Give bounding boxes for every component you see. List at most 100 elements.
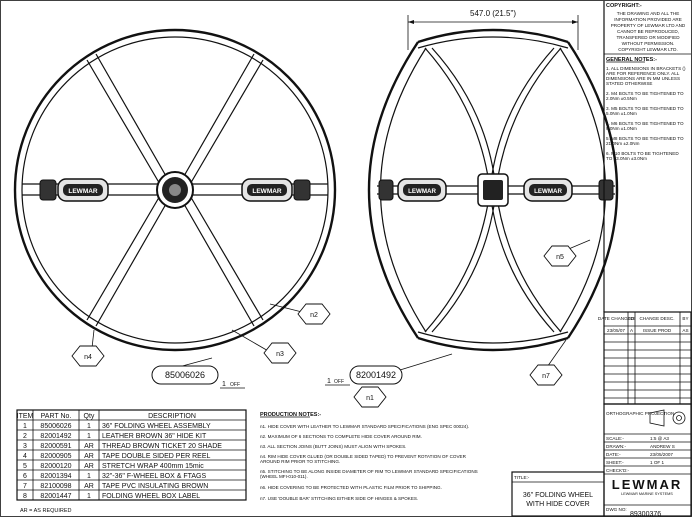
rim-left-half [367,41,420,339]
svg-text:n4. RIM HIDE COVER GLUED (OR D: n4. RIM HIDE COVER GLUED (OR DOUBLE SIDE… [260,454,467,459]
svg-text:8: 8 [23,493,27,500]
svg-text:9.0Nm ±1.0Nm: 9.0Nm ±1.0Nm [606,126,637,131]
svg-text:n1. HIDE COVER WITH LEATHER TO: n1. HIDE COVER WITH LEATHER TO LEWMAR ST… [260,424,469,429]
svg-text:n3. ALL SECTION JOINS (BUTT JO: n3. ALL SECTION JOINS (BUTT JOINS) MUST … [260,444,406,449]
folded-plaque-right-text: LEWMAR [534,188,562,195]
title-block: ORTHOGRAPHIC PROJECTION SCALE:- 1:5 @ A3… [603,403,692,517]
sheet-value: 1 OF 1 [650,460,664,465]
hinge-plaque-left-text: LEWMAR [68,188,98,195]
svg-text:5: 5 [23,463,27,470]
svg-text:CANNOT BE REPRODUCED,: CANNOT BE REPRODUCED, [617,29,679,34]
hinge-plaque-left: LEWMAR [57,178,109,202]
svg-text:21.0Nm ±2.0Nm: 21.0Nm ±2.0Nm [606,141,640,146]
svg-text:n7. USE 'DOUBLE BAR' STITCHING: n7. USE 'DOUBLE BAR' STITCHING EITHER SI… [260,496,418,501]
rev-header-iss: ISS [628,316,635,321]
callout-n4 [71,345,105,367]
bom-table: ITEM PART No. Qty DESCRIPTION 1 85006026… [16,409,247,514]
folded-plaque-left-text: LEWMAR [408,188,436,195]
bom-row: 3 82000591 AR THREAD BROWN TICKET 20 SHA… [23,443,222,450]
svg-text:AR: AR [84,443,94,450]
drawing-title-line1: 36" FOLDING WHEEL [523,492,593,499]
svg-text:5. M8 BOLTS TO BE TIGHTENED TO: 5. M8 BOLTS TO BE TIGHTENED TO [606,136,684,141]
svg-text:n3: n3 [276,351,284,358]
svg-text:6: 6 [23,473,27,480]
svg-text:AR: AR [84,483,94,490]
svg-text:85006026: 85006026 [40,423,71,430]
svg-text:THREAD BROWN TICKET 20 SHADE: THREAD BROWN TICKET 20 SHADE [102,443,222,450]
callout-n1 [353,386,387,408]
callouts: n2 n3 n4 n5 n7 n1 85006026 1 OFF 8200149… [71,239,591,408]
svg-text:n7: n7 [542,373,550,380]
drawn-value: ANDREW S [650,444,675,449]
bom-row: 4 82000905 AR TAPE DOUBLE SIDED PER REEL [23,453,210,460]
svg-text:82000591: 82000591 [40,443,71,450]
svg-text:2: 2 [23,433,27,440]
hinge-plaque-right: LEWMAR [241,178,293,202]
svg-text:n5: n5 [556,254,564,261]
svg-text:ARE FOR REFERENCE ONLY. ALL: ARE FOR REFERENCE ONLY. ALL [606,71,680,76]
folded-plaque-left: LEWMAR [397,178,447,202]
part-bubble-right [349,365,403,385]
svg-text:THE DRAWING AND ALL THE: THE DRAWING AND ALL THE [617,11,680,16]
svg-text:OFF: OFF [334,379,344,385]
production-notes: PRODUCTION NOTES:- n1. HIDE COVER WITH L… [260,412,478,501]
svg-text:1: 1 [87,433,91,440]
rim-bottom-arc [417,336,569,352]
company-logo: LEWMAR [612,477,683,492]
spoke-lower-left [95,196,171,327]
rev-row-desc: ISSUE PROD [643,328,672,333]
svg-text:STRETCH WRAP 400mm 15mic: STRETCH WRAP 400mm 15mic [102,463,204,470]
general-notes-heading: GENERAL NOTES:- [606,57,657,63]
svg-text:7: 7 [23,483,27,490]
svg-text:LEWMAR MARINE SYSTEMS: LEWMAR MARINE SYSTEMS [621,492,673,496]
svg-text:n5. STITCHING TO BE ALONG INSI: n5. STITCHING TO BE ALONG INSIDE DIAMETE… [260,469,478,474]
svg-text:STATED OTHERWISE: STATED OTHERWISE [606,81,652,86]
scale-value: 1:5 @ A3 [650,436,669,441]
title-label: TITLE:- [514,475,530,480]
svg-text:n4: n4 [84,354,92,361]
production-notes-heading: PRODUCTION NOTES:- [260,412,321,418]
svg-text:n1: n1 [366,395,374,402]
svg-text:DRAWN:-: DRAWN:- [606,444,626,449]
svg-text:1: 1 [222,381,226,388]
bom-header-item: ITEM [17,413,34,420]
svg-text:n2. MAXIMUM OF 6 SECTIONS TO C: n2. MAXIMUM OF 6 SECTIONS TO COMPLETE HI… [260,434,422,439]
svg-text:SHEET:-: SHEET:- [606,460,624,465]
svg-text:1. ALL DIMENSIONS IN BRACKETS: 1. ALL DIMENSIONS IN BRACKETS () [606,66,686,71]
wheel-rim-inner [21,36,329,344]
bom-header-desc: DESCRIPTION [148,413,196,420]
svg-text:LEATHER BROWN 36" HIDE KIT: LEATHER BROWN 36" HIDE KIT [102,433,207,440]
svg-text:36" FOLDING WHEEL ASSEMBLY: 36" FOLDING WHEEL ASSEMBLY [102,423,211,430]
svg-text:3: 3 [23,443,27,450]
svg-text:WITHOUT PERMISSION.: WITHOUT PERMISSION. [622,41,675,46]
wheel-rim-outer [13,28,337,352]
svg-text:5.0Nm ±1.0Nm: 5.0Nm ±1.0Nm [606,111,637,116]
svg-text:82100098: 82100098 [40,483,71,490]
drawing-number: 89300376 [630,511,661,517]
svg-text:1: 1 [327,378,331,385]
svg-text:INFORMATION PROVIDED ARE: INFORMATION PROVIDED ARE [614,17,682,22]
hinge-left [39,179,57,201]
title-box: TITLE:- 36" FOLDING WHEEL WITH HIDE COVE… [511,471,605,517]
rev-header-date: DATE CHANGED [598,316,635,321]
svg-text:DIMENSIONS ARE IN MM UNLESS: DIMENSIONS ARE IN MM UNLESS [606,76,680,81]
svg-text:n6. HIDE COVERING TO BE PROTEC: n6. HIDE COVERING TO BE PROTECTED WITH P… [260,485,442,490]
svg-text:1: 1 [23,423,27,430]
svg-text:TRANSFERED OR MODIFIED: TRANSFERED OR MODIFIED [616,35,680,40]
svg-text:4. M6 BOLTS TO BE TIGHTENED TO: 4. M6 BOLTS TO BE TIGHTENED TO [606,121,684,126]
svg-text:DWG NO:: DWG NO: [606,507,627,512]
svg-text:AROUND RIM PRIOR TO STITCHING.: AROUND RIM PRIOR TO STITCHING. [260,459,340,464]
svg-text:(WHEEL MFI-010-011).: (WHEEL MFI-010-011). [260,474,308,479]
spoke-upper-right [179,53,255,184]
bom-row: 5 82000120 AR STRETCH WRAP 400mm 15mic [23,463,204,470]
wheel-front-view: LEWMAR LEWMAR [13,28,337,352]
bom-footnote: AR = AS REQUIRED [20,508,72,514]
bom-row: 7 82100098 AR TAPE PVC INSULATING BROWN [23,483,208,490]
svg-text:AR: AR [84,453,94,460]
svg-text:85006026: 85006026 [165,370,205,380]
callout-n3 [263,342,297,364]
svg-text:TAPE DOUBLE SIDED PER REEL: TAPE DOUBLE SIDED PER REEL [102,453,211,460]
revision-table: DATE CHANGED ISS CHANGE DESC. BY 23/05/0… [598,311,692,405]
